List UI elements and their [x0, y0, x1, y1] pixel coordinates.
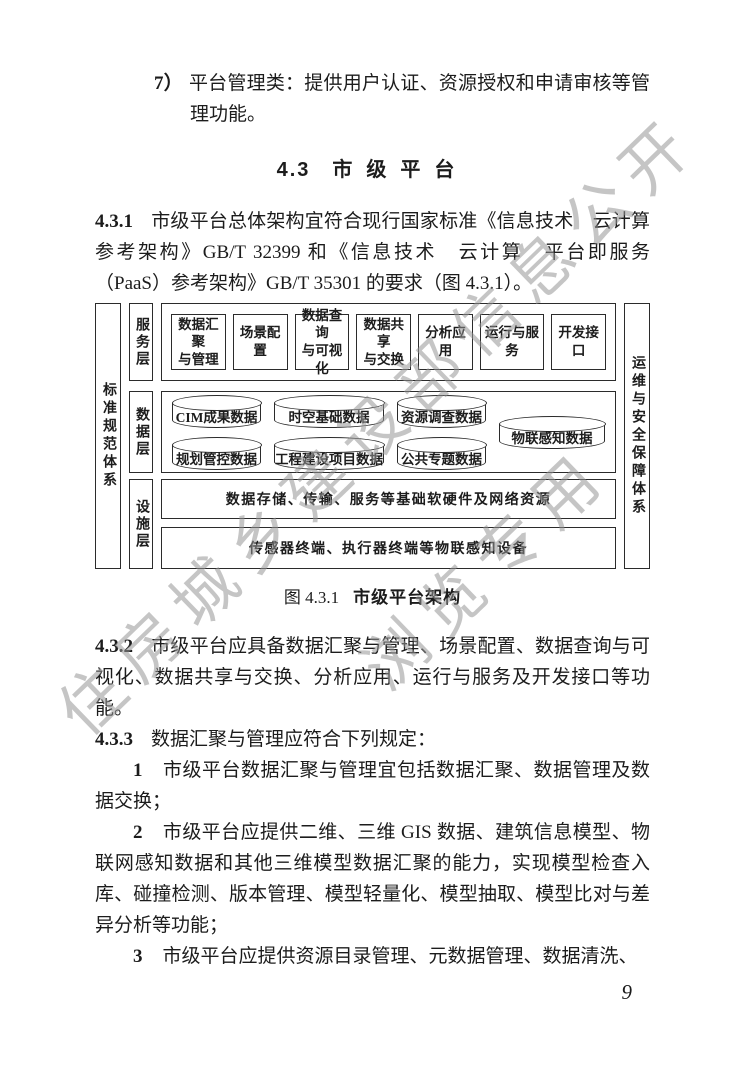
sub-item-2-number: 2	[133, 822, 143, 843]
clause-4-3-1-number: 4.3.1	[95, 211, 133, 232]
standards-system-bar: 标准规范体系	[95, 303, 121, 569]
sub-item-3: 3 市级平台应提供资源目录管理、元数据管理、数据清洗、	[95, 941, 650, 972]
om-security-bar: 运维与安全保障体系	[624, 303, 650, 569]
section-title: 市级平台	[332, 159, 469, 181]
service-layer-label: 服务层	[129, 303, 153, 382]
clause-4-3-2-text: 市级平台应具备数据汇聚与管理、场景配置、数据查询与可视化、数据共享与交换、分析应…	[95, 636, 650, 719]
data-cylinder-grid: CIM成果数据 时空基础数据 资源调查数据 规划管控数据 工程建设项目数据 公共…	[171, 394, 487, 470]
clause-4-3-1-text: 市级平台总体架构宜符合现行国家标准《信息技术 云计算 参考架构》GB/T 323…	[95, 211, 670, 294]
figure-4-3-1: 标准规范体系 服务层 数据层 设施层 数据汇聚 与管理 场景配置 数据查询 与可…	[95, 303, 650, 569]
service-box-data-aggregation: 数据汇聚 与管理	[171, 314, 226, 370]
clause-4-3-3: 4.3.3 数据汇聚与管理应符合下列规定：	[95, 724, 650, 755]
service-box-analysis: 分析应用	[418, 314, 473, 370]
service-box-sharing-exchange: 数据共享 与交换	[356, 314, 412, 370]
cylinder-resource-survey-data: 资源调查数据	[396, 394, 487, 428]
figure-caption-number: 图 4.3.1	[283, 588, 340, 607]
service-box-query-visualization: 数据查询 与可视化	[294, 308, 350, 376]
cylinder-planning-control-data: 规划管控数据	[171, 436, 262, 470]
list-item-7: 7）平台管理类：提供用户认证、资源授权和申请审核等管理功能。	[95, 68, 650, 130]
section-number: 4.3	[276, 159, 311, 181]
cylinder-spatiotemporal-data: 时空基础数据	[273, 394, 385, 428]
figure-caption: 图 4.3.1 市级平台架构	[95, 585, 650, 611]
sub-item-3-text: 市级平台应提供资源目录管理、元数据管理、数据清洗、	[162, 946, 638, 967]
sub-item-3-number: 3	[133, 946, 143, 967]
page-content: 7）平台管理类：提供用户认证、资源授权和申请审核等管理功能。 4.3 市级平台 4…	[0, 68, 745, 1005]
clause-4-3-3-number: 4.3.3	[95, 729, 133, 750]
sub-item-1-number: 1	[133, 760, 143, 781]
facility-row-iot-devices: 传感器终端、执行器终端等物联感知设备	[161, 527, 616, 569]
service-layer-row: 数据汇聚 与管理 场景配置 数据查询 与可视化 数据共享 与交换 分析应用 运行…	[161, 303, 616, 381]
cylinder-cim-data: CIM成果数据	[171, 394, 262, 428]
data-layer-row: CIM成果数据 时空基础数据 资源调查数据 规划管控数据 工程建设项目数据 公共…	[161, 391, 616, 473]
cylinder-construction-project-data: 工程建设项目数据	[273, 436, 385, 470]
list-item-7-number: 7）	[154, 73, 183, 94]
facility-row-infrastructure: 数据存储、传输、服务等基础软硬件及网络资源	[161, 479, 616, 519]
layer-label-column: 服务层 数据层 设施层	[129, 303, 153, 569]
clause-4-3-3-text: 数据汇聚与管理应符合下列规定：	[151, 729, 437, 750]
sub-item-2-text: 市级平台应提供二维、三维 GIS 数据、建筑信息模型、物联网感知数据和其他三维模…	[95, 822, 650, 936]
section-heading: 4.3 市级平台	[95, 156, 650, 184]
service-box-scene-config: 场景配置	[232, 314, 288, 370]
facility-layer-label: 设施层	[129, 479, 153, 569]
data-layer-label: 数据层	[129, 391, 153, 474]
service-box-dev-interface: 开发接口	[551, 314, 606, 370]
page-number: 9	[621, 980, 633, 1004]
cylinder-iot-sensing-data: 物联感知数据	[498, 415, 606, 449]
service-box-operation-service: 运行与服务	[479, 314, 545, 370]
clause-4-3-2-number: 4.3.2	[95, 636, 133, 657]
list-item-7-text: 平台管理类：提供用户认证、资源授权和申请审核等管理功能。	[188, 73, 650, 125]
figure-caption-title: 市级平台架构	[353, 588, 462, 607]
figure-main-area: 数据汇聚 与管理 场景配置 数据查询 与可视化 数据共享 与交换 分析应用 运行…	[161, 303, 616, 569]
cylinder-public-theme-data: 公共专题数据	[396, 436, 487, 470]
sub-item-1-text: 市级平台数据汇聚与管理宜包括数据汇聚、数据管理及数据交换；	[95, 760, 650, 812]
